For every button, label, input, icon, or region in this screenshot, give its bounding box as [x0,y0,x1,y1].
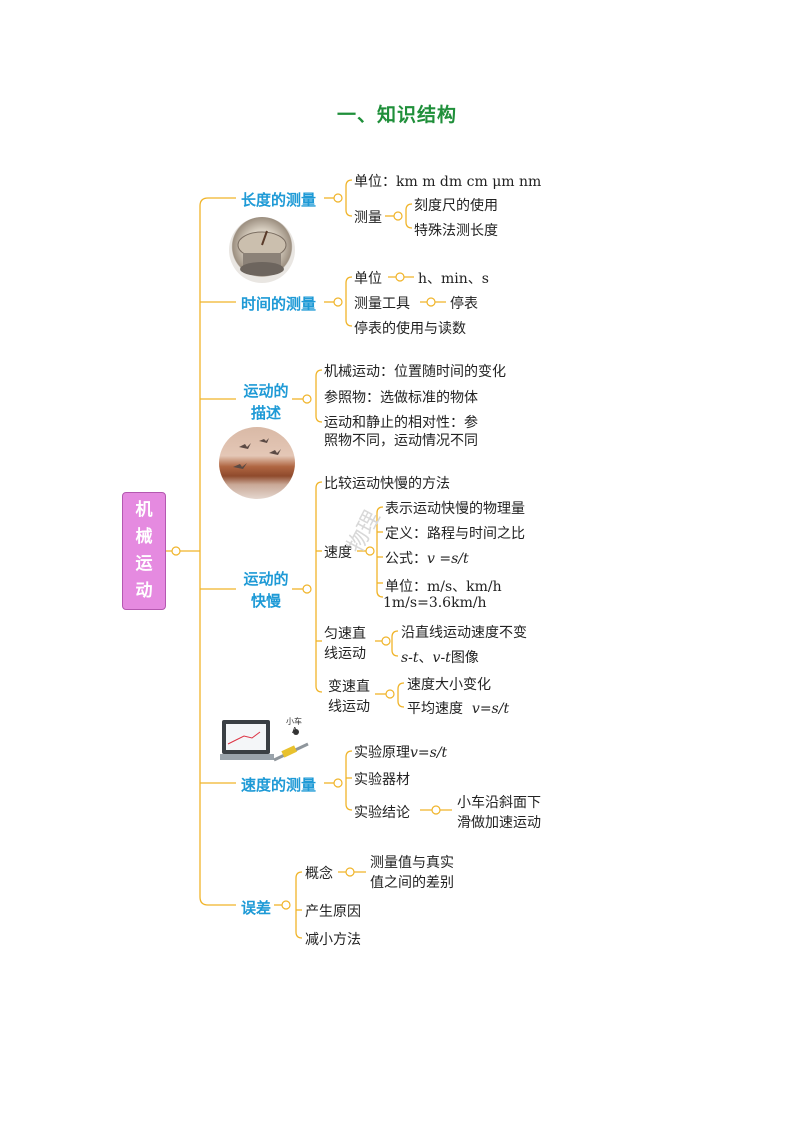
speed-unit-conversion: 1m/s=3.6km/h [383,595,487,611]
length-unit: 单位：km m dm cm μm nm [354,174,542,190]
uniform-motion-node: 匀速直 线运动 [324,624,366,664]
birds-icon [233,438,281,469]
branch-line: 运动的 [243,570,289,588]
variable-motion-node: 变速直 线运动 [328,677,370,717]
separator: 、 [418,650,433,666]
uniform-motion-def: 沿直线运动速度不变 [401,625,527,641]
experiment-principle-formula: v=s/t [410,745,448,761]
branch-error: 误差 [241,899,272,917]
time-stopwatch-use: 停表的使用与读数 [354,321,466,337]
speed-definition: 定义：路程与时间之比 [385,526,525,542]
error-reduction: 减小方法 [305,932,361,948]
sundial-icon [237,230,287,276]
speed-node: 速度 [324,545,352,561]
sundial-image [229,217,295,283]
point-label: A [292,726,298,735]
branch-speed-measurement: 速度的测量 [241,776,317,794]
experiment-principle-label: 实验原理 [354,745,410,761]
error-concept: 概念 [305,866,333,882]
node-line: 测量值与真实 [370,855,454,871]
speed-formula: 公式：v =s/t [385,548,469,568]
experiment-conclusion: 实验结论 [354,805,410,821]
average-speed: 平均速度 v=s/t [407,698,509,718]
birds-image [219,427,295,499]
root-char: 运 [135,554,153,574]
speed-experiment-icon [220,720,309,762]
compare-speed-method: 比较运动快慢的方法 [324,476,450,492]
length-ruler-use: 刻度尺的使用 [414,198,498,214]
average-speed-formula: v=s/t [471,701,510,717]
experiment-equipment: 实验器材 [354,772,410,788]
branch-speed: 运动的 快慢 [241,568,291,612]
page-title: 一、知识结构 [336,104,457,126]
experiment-image: 小车 A [220,717,310,768]
node-line: 滑做加速运动 [457,815,541,831]
speed-formula-label: 公式： [385,551,427,567]
root-node-mechanical-motion: 机 械 运 动 [122,492,166,610]
error-cause: 产生原因 [305,904,361,920]
speed-unit: 单位：m/s、km/h [385,579,502,595]
uniform-motion-graphs: s-t、v-t图像 [401,647,479,667]
relative-motion-line2: 照物不同，运动情况不同 [324,433,478,449]
time-unit-values: h、min、s [418,271,489,287]
vt-graph: v-t [432,650,451,666]
branch-line: 运动的 [243,382,289,400]
branch-line: 快慢 [250,592,281,610]
average-speed-label: 平均速度 [407,701,463,717]
graph-label: 图像 [450,650,479,666]
reference-object-def: 参照物：选做标准的物体 [324,390,478,406]
experiment-conclusion-detail: 小车沿斜面下 滑做加速运动 [457,793,541,833]
branch-line: 描述 [250,404,281,422]
root-char: 动 [135,581,153,601]
speed-formula-expression: v =s/t [427,551,469,567]
variable-speed-change: 速度大小变化 [407,677,491,693]
node-line: 匀速直 [324,626,366,642]
node-line: 小车沿斜面下 [457,795,541,811]
car-label: 小车 [286,717,302,726]
node-line: 值之间的差别 [370,875,454,891]
mechanical-motion-def: 机械运动：位置随时间的变化 [324,364,506,380]
branch-time-measurement: 时间的测量 [241,295,317,313]
time-unit: 单位 [354,271,382,287]
error-definition: 测量值与真实 值之间的差别 [370,853,454,893]
time-tool-stopwatch: 停表 [450,296,478,312]
time-tool: 测量工具 [354,296,410,312]
root-char: 械 [135,527,153,547]
experiment-principle: 实验原理v=s/t [354,742,447,762]
length-special-method: 特殊法测长度 [414,223,498,239]
speed-meaning: 表示运动快慢的物理量 [385,501,525,517]
length-measure: 测量 [354,210,382,226]
node-line: 线运动 [328,699,370,715]
branch-length-measurement: 长度的测量 [241,191,317,209]
branch-motion-description: 运动的 描述 [241,380,291,424]
st-graph: s-t [401,650,419,666]
node-line: 线运动 [324,646,366,662]
relative-motion-line1: 运动和静止的相对性：参 [324,415,478,431]
root-char: 机 [135,500,153,520]
node-line: 变速直 [328,679,370,695]
